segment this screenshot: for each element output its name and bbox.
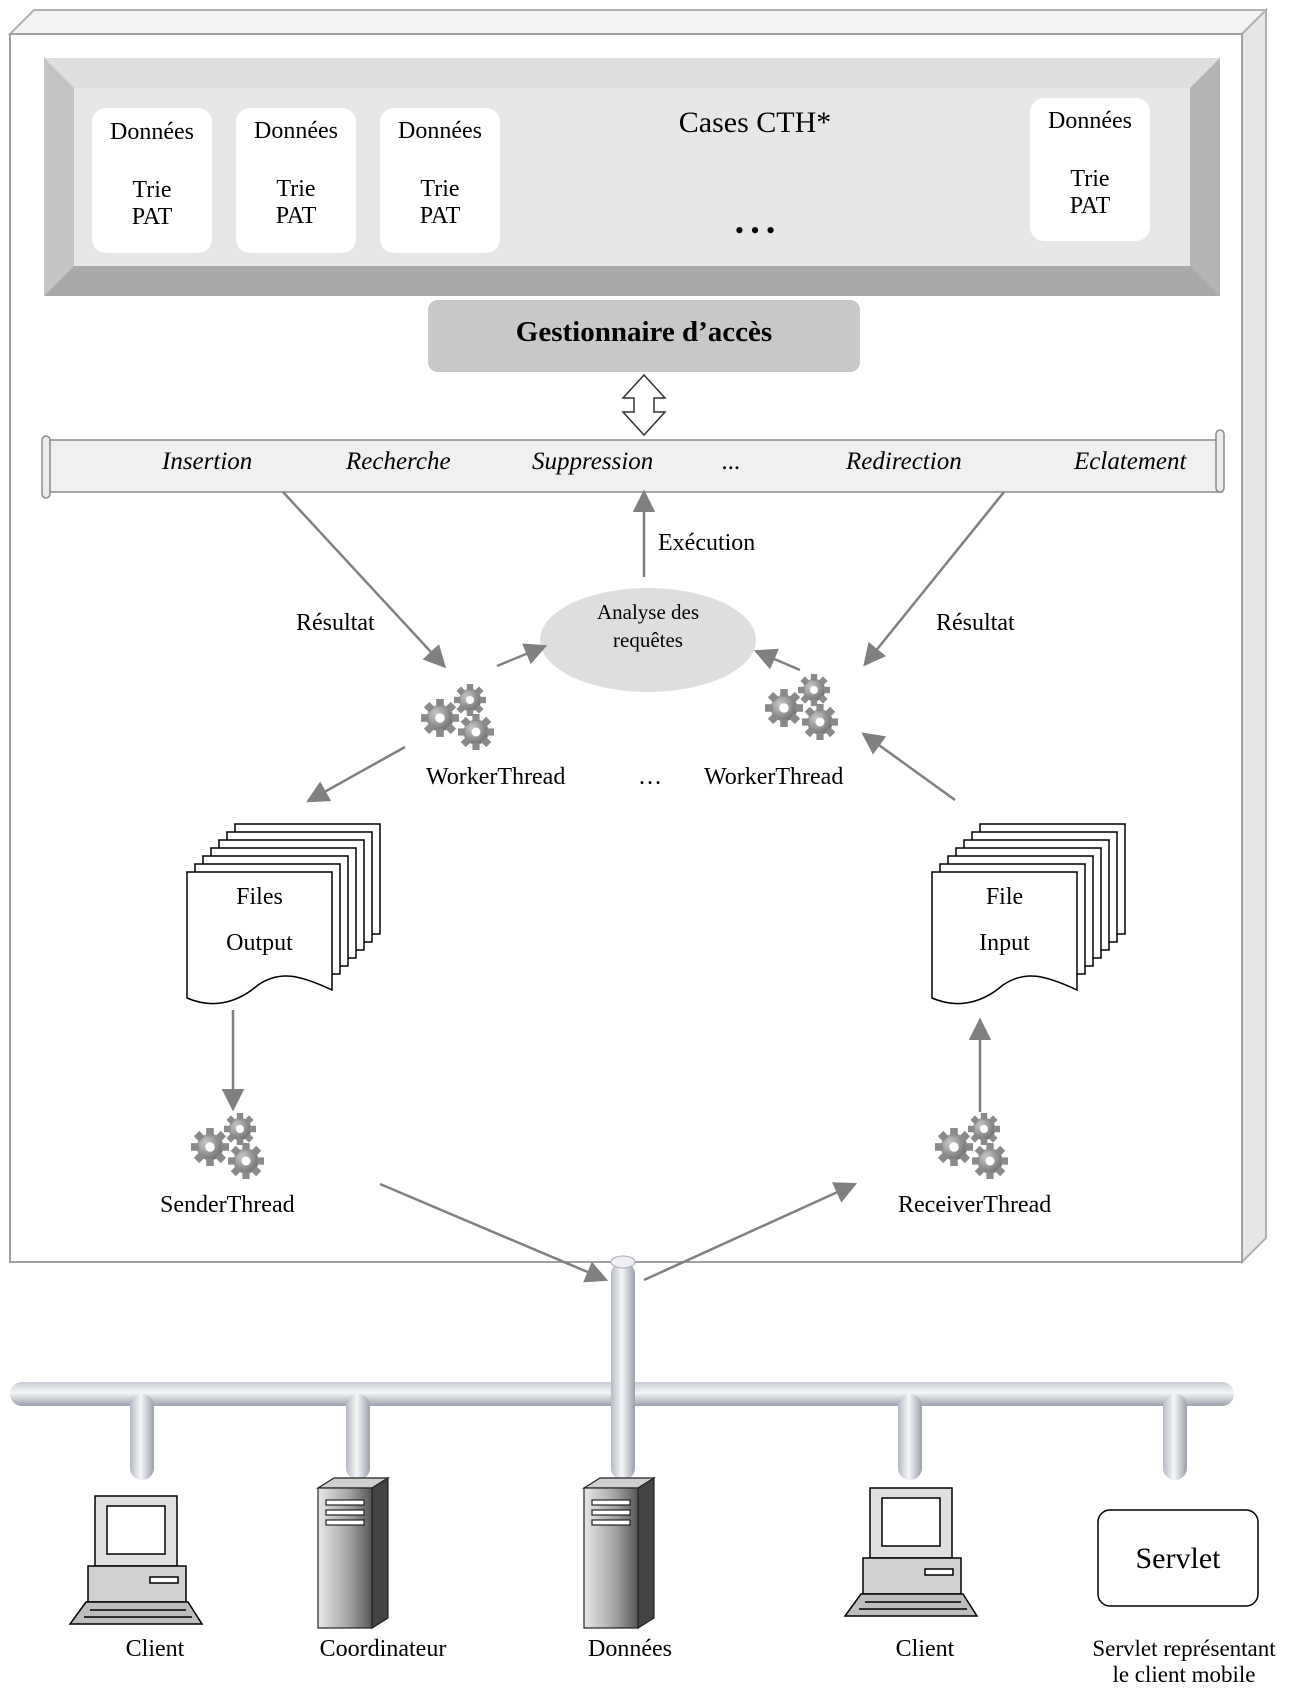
servlet-box-label: Servlet	[1135, 1542, 1221, 1575]
client-computer-icon-2	[843, 1487, 979, 1617]
node-donnees-label: Données	[588, 1636, 672, 1662]
access-manager-label: Gestionnaire d’accès	[515, 316, 773, 348]
node-client-1-label: Client	[125, 1636, 185, 1662]
op-insertion: Insertion	[162, 448, 253, 475]
cases-box-1	[92, 108, 212, 253]
double-arrow-icon	[621, 373, 667, 437]
servlet-box	[1097, 1509, 1259, 1607]
analysis-label: Analyse des requêtes	[596, 600, 700, 653]
arrow-insertion-result	[282, 491, 447, 669]
op-recherche: Recherche	[346, 448, 451, 475]
access-manager-box	[428, 300, 860, 372]
files-output-stack	[186, 823, 381, 1005]
analysis-ellipse	[540, 588, 756, 692]
file-input-stack	[931, 823, 1126, 1005]
execution-label: Exécution	[658, 530, 756, 556]
result-right-label: Résultat	[936, 610, 1015, 636]
node-coordinateur-label: Coordinateur	[319, 1636, 447, 1662]
drop-servlet	[1163, 1394, 1187, 1480]
coordinateur-server-icon	[315, 1476, 391, 1630]
cases-ellipsis: • • •	[734, 216, 776, 245]
cases-title: Cases CTH*	[678, 106, 832, 139]
operations-scroll	[41, 429, 1225, 499]
receiver-label: ReceiverThread	[898, 1192, 1052, 1218]
cases-panel	[44, 58, 1220, 296]
network-bus	[10, 1255, 1234, 1480]
node-servlet-label: Servlet représentant le client mobile	[1092, 1636, 1276, 1688]
arrow-input-to-worker	[861, 732, 956, 802]
sender-label: SenderThread	[160, 1192, 295, 1218]
drop-donnees	[611, 1394, 635, 1480]
arrow-network-to-receiver	[643, 1182, 858, 1282]
op-eclatement: Eclatement	[1074, 448, 1187, 475]
arrow-worker-right-to-analysis	[753, 648, 801, 672]
worker-dots: …	[638, 764, 662, 790]
op-ellipsis: ...	[722, 448, 741, 475]
file-input-label: File Input	[979, 884, 1030, 956]
client-computer-icon-1	[68, 1495, 204, 1625]
cases-box-2	[236, 108, 356, 253]
drop-client-1	[130, 1394, 154, 1480]
drop-client-2	[898, 1394, 922, 1480]
arrow-eclatement-result	[863, 491, 1005, 667]
worker-right-label: WorkerThread	[704, 764, 844, 790]
op-redirection: Redirection	[846, 448, 962, 475]
files-output-label: Files Output	[226, 884, 293, 956]
network-riser	[611, 1262, 635, 1440]
result-left-label: Résultat	[296, 610, 375, 636]
arrow-worker-to-analysis	[496, 643, 548, 668]
op-suppression: Suppression	[532, 448, 654, 475]
node-client-2-label: Client	[895, 1636, 955, 1662]
cases-box-3	[380, 108, 500, 253]
drop-coordinateur	[346, 1394, 370, 1480]
arrow-worker-to-output	[306, 745, 406, 803]
donnees-server-icon	[581, 1476, 657, 1630]
arrow-sender-to-network	[379, 1182, 609, 1283]
worker-left-label: WorkerThread	[426, 764, 566, 790]
cases-box-4	[1030, 98, 1150, 241]
